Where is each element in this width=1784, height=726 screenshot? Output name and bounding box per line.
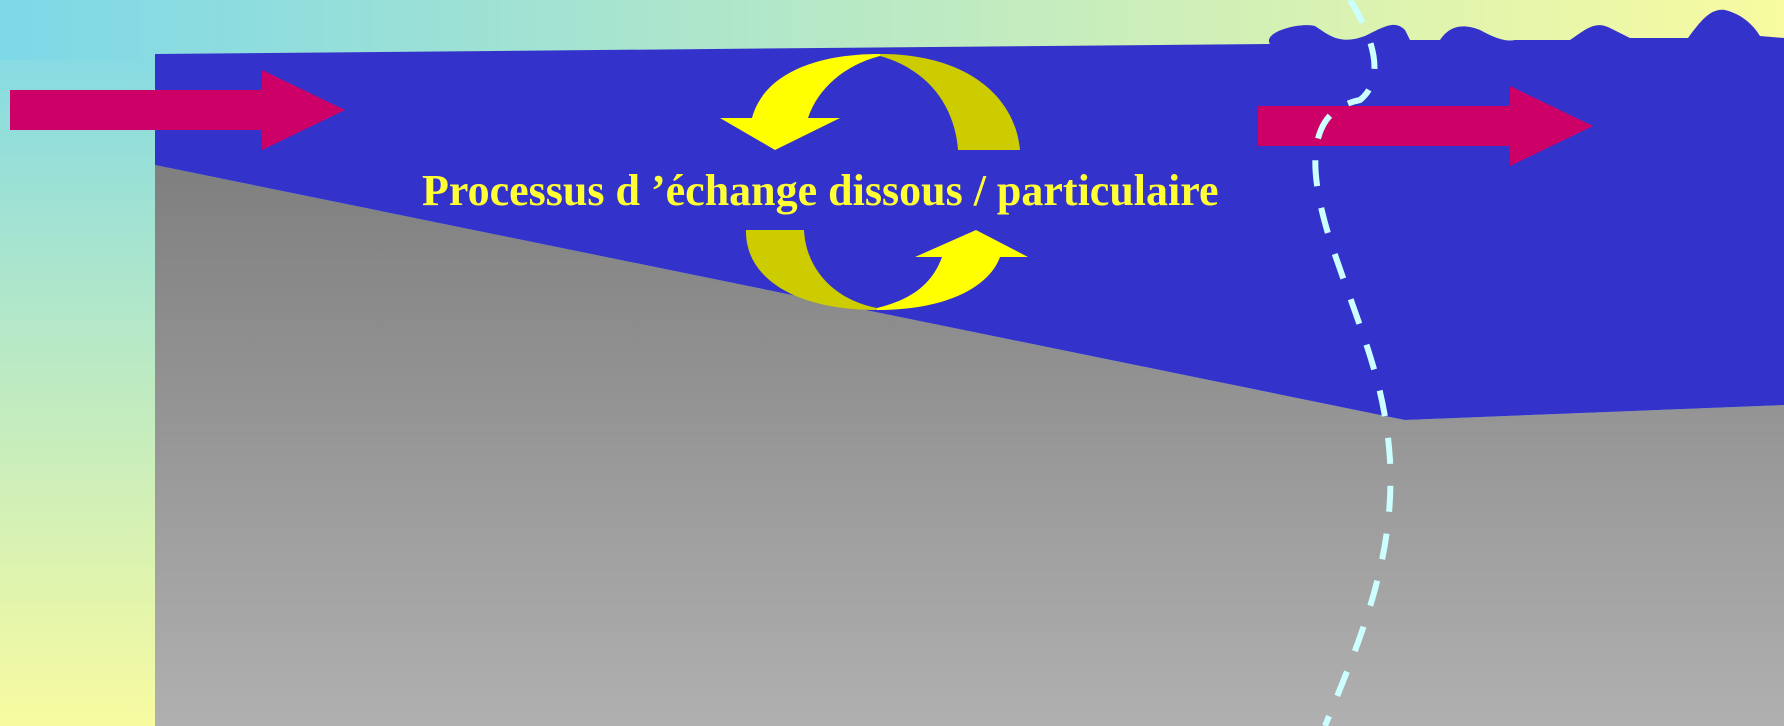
- exchange-process-label: Processus d ’échange dissous / particula…: [422, 166, 1219, 215]
